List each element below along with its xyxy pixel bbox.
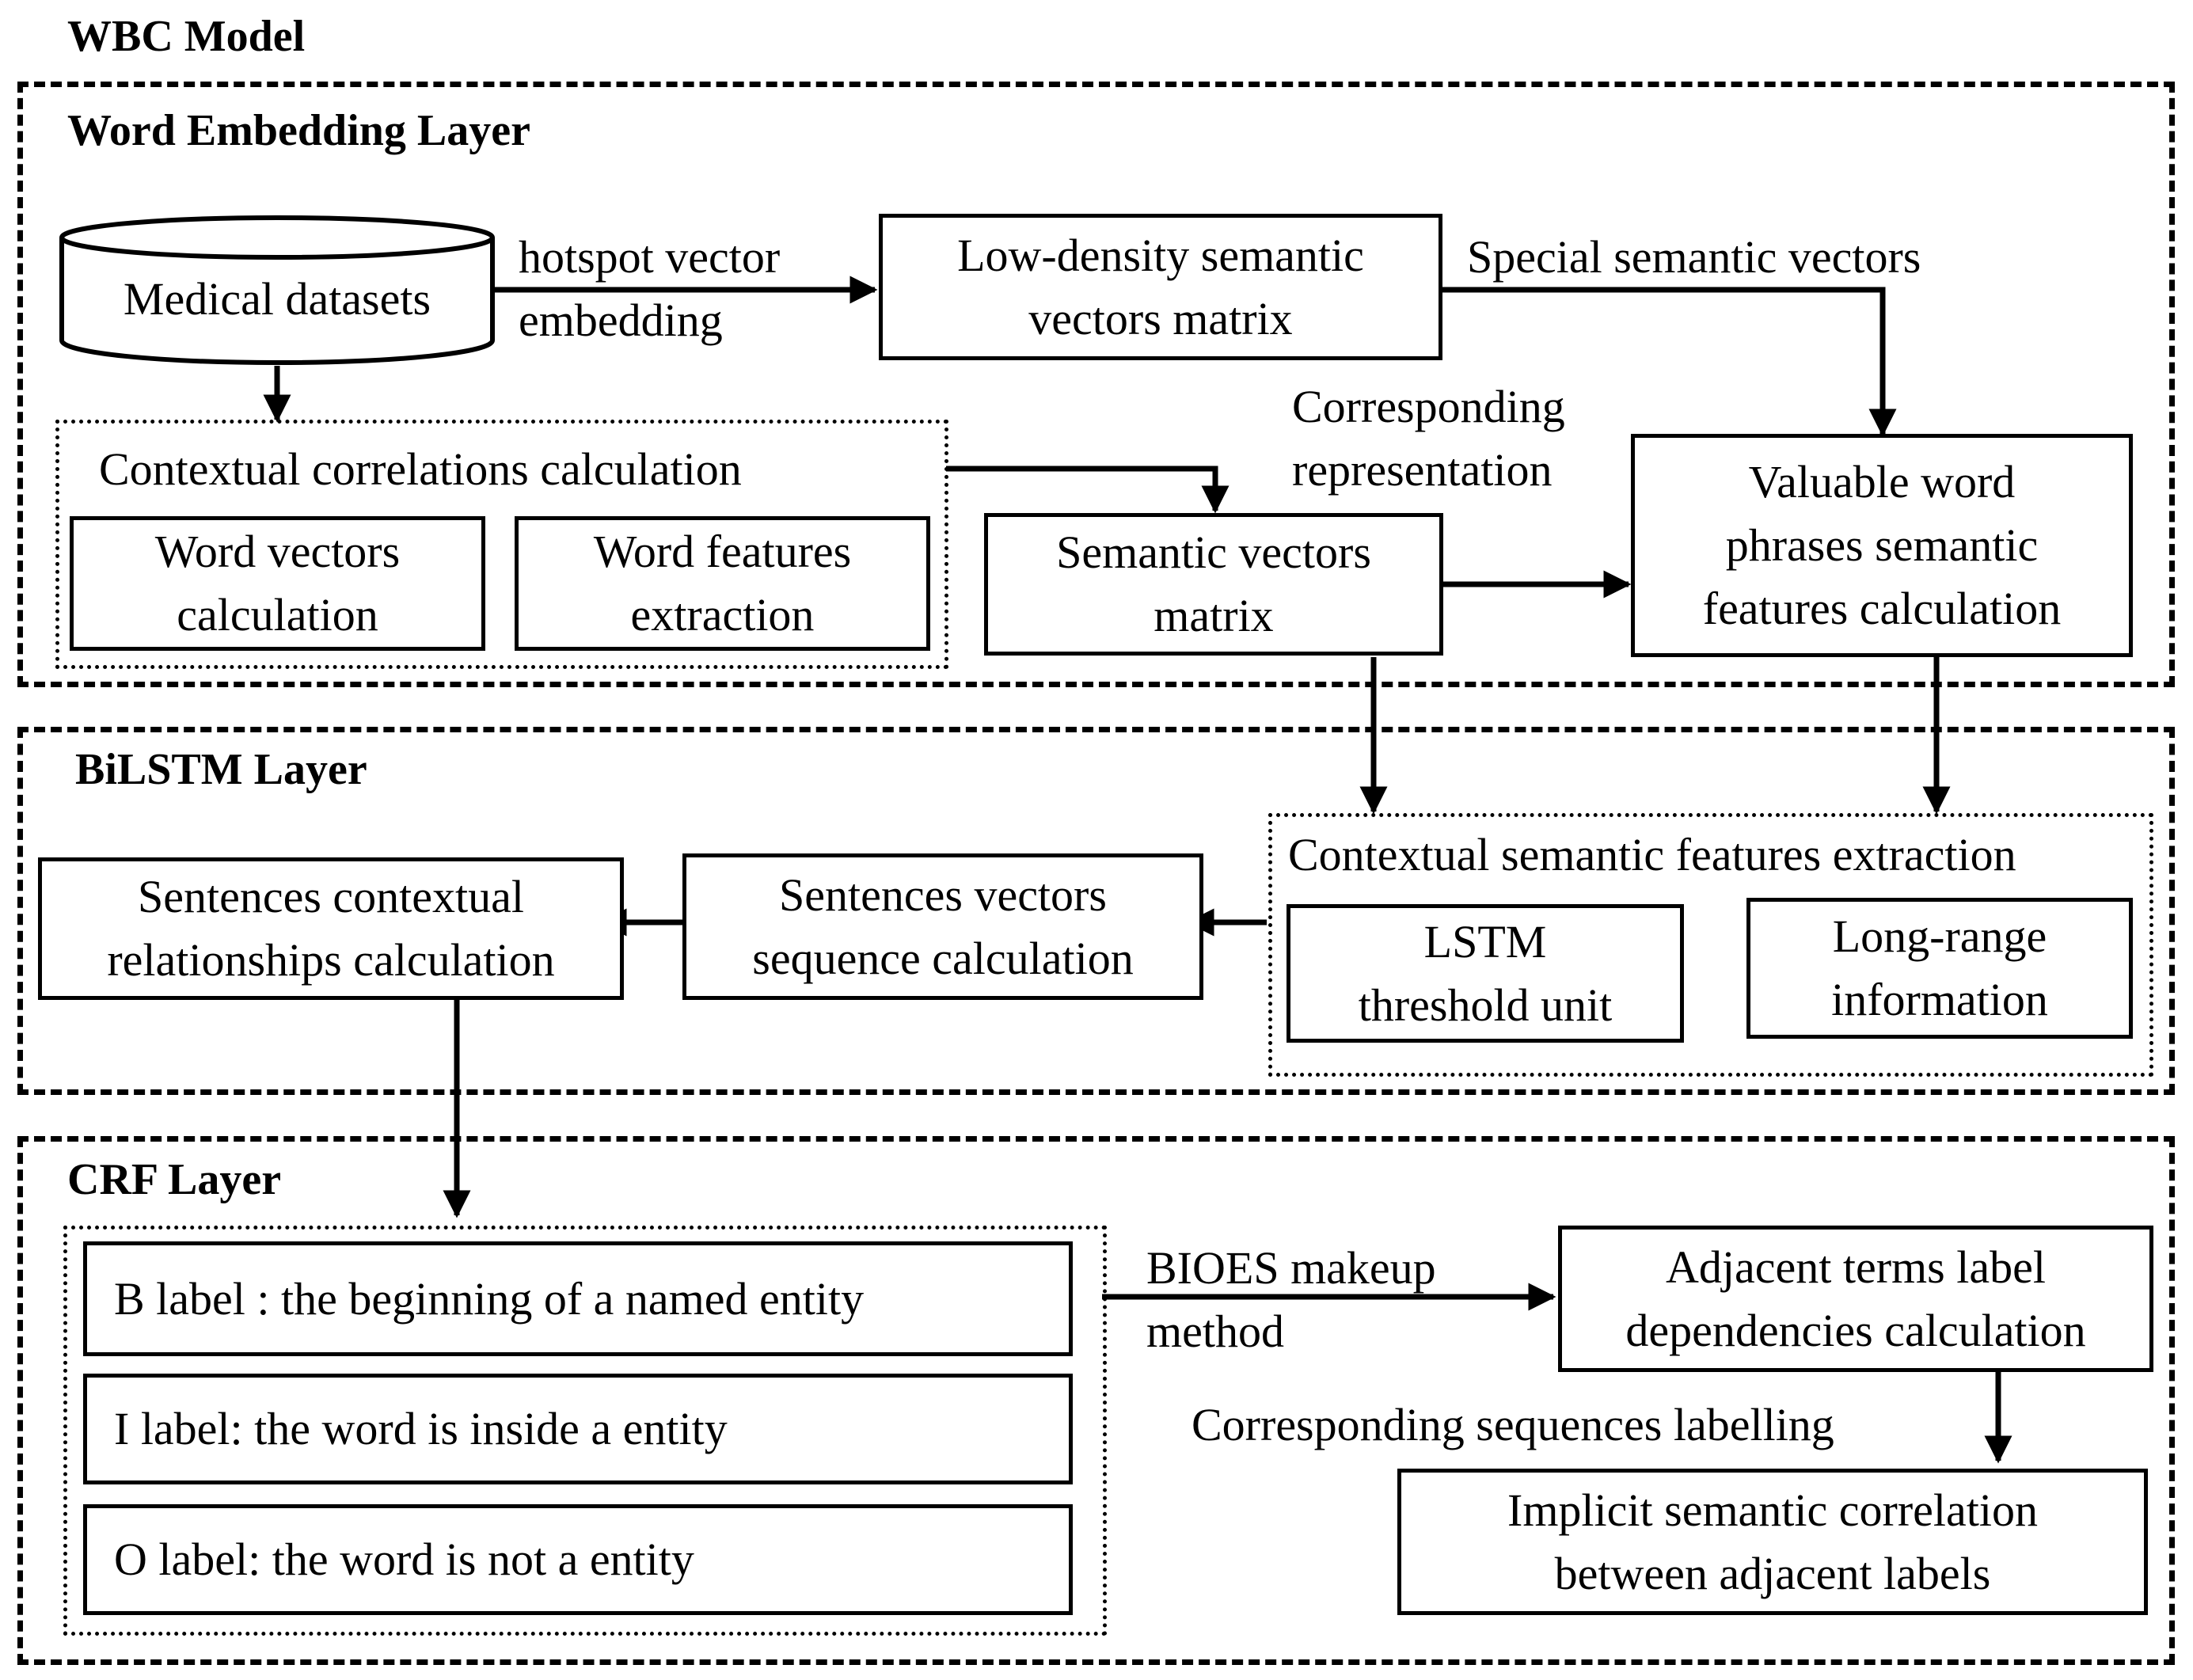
word-vectors-line1: Word vectors: [154, 526, 401, 577]
b-label-text: B label : the beginning of a named entit…: [114, 1272, 865, 1325]
sentences-contextual-line1: Sentences contextual: [138, 871, 524, 922]
contextual-semantic-group: [1268, 813, 2153, 1077]
bilstm-layer-title: BiLSTM Layer: [75, 745, 367, 794]
valuable-line3: features calculation: [1702, 583, 2062, 634]
word-embedding-layer-title: Word Embedding Layer: [67, 106, 530, 155]
o-label-text: O label: the word is not a entity: [114, 1534, 694, 1585]
word-features-box: Word features extraction: [515, 516, 930, 651]
special-edge-label: Special semantic vectors: [1467, 231, 1921, 283]
semantic-matrix-line1: Semantic vectors: [1056, 526, 1371, 578]
lstm-line2: threshold unit: [1358, 979, 1613, 1031]
hotspot-edge-line1: hotspot vector: [519, 231, 781, 283]
valuable-line2: phrases semantic: [1725, 519, 2039, 571]
model-title: WBC Model: [67, 12, 306, 61]
word-vectors-box: Word vectors calculation: [70, 516, 485, 651]
semantic-matrix-line2: matrix: [1154, 590, 1274, 641]
medical-datasets-cylinder: Medical datasets: [59, 215, 496, 366]
bioes-labels-group: [63, 1226, 1107, 1636]
sentences-vectors-box: Sentences vectors sequence calculation: [682, 853, 1203, 1000]
word-features-line1: Word features: [593, 526, 852, 577]
implicit-line1: Implicit semantic correlation: [1507, 1484, 2038, 1536]
contextual-semantic-label: Contextual semantic features extraction: [1288, 829, 2016, 880]
b-label-box: B label : the beginning of a named entit…: [83, 1241, 1073, 1356]
long-range-line1: Long-range: [1832, 910, 2047, 962]
adjacent-line1: Adjacent terms label: [1666, 1241, 2046, 1293]
valuable-word-phrases-box: Valuable word phrases semantic features ca…: [1631, 434, 2133, 657]
sequences-edge-label: Corresponding sequences labelling: [1192, 1399, 1834, 1450]
sentences-contextual-line2: relationships calculation: [107, 934, 555, 986]
lstm-line1: LSTM: [1423, 915, 1547, 967]
long-range-box: Long-range information: [1746, 898, 2133, 1039]
word-features-line2: extraction: [630, 589, 815, 640]
arrow-contextual-to-semantic: [946, 466, 1230, 514]
bioes-edge-line1: BIOES makeup: [1146, 1242, 1436, 1294]
long-range-line2: information: [1831, 974, 2048, 1025]
contextual-correlations-group: [55, 420, 948, 669]
low-density-line1: Low-density semantic: [957, 229, 1364, 281]
valuable-line1: Valuable word: [1748, 456, 2016, 507]
arrow-lowdensity-to-valuable: [1439, 287, 1897, 437]
low-density-line2: vectors matrix: [1028, 292, 1293, 344]
bilstm-layer: [17, 727, 2175, 1095]
o-label-box: O label: the word is not a entity: [83, 1504, 1073, 1615]
adjacent-terms-box: Adjacent terms label dependencies calcula…: [1558, 1226, 2153, 1372]
crf-layer: [17, 1136, 2175, 1665]
bioes-edge-line2: method: [1146, 1306, 1284, 1357]
implicit-line2: between adjacent labels: [1554, 1547, 1991, 1599]
implicit-correlation-box: Implicit semantic correlation between adj…: [1397, 1469, 2148, 1615]
hotspot-edge-line2: embedding: [519, 295, 723, 346]
corresponding-edge-line1: Corresponding: [1292, 381, 1565, 432]
sentences-contextual-box: Sentences contextual relationships calcul…: [38, 857, 624, 1000]
corresponding-edge-line2: representation: [1292, 444, 1553, 496]
low-density-matrix-box: Low-density semantic vectors matrix: [879, 214, 1442, 360]
sentences-vectors-line1: Sentences vectors: [779, 869, 1107, 921]
contextual-correlations-label: Contextual correlations calculation: [99, 443, 742, 495]
adjacent-line2: dependencies calculation: [1625, 1304, 2086, 1356]
sentences-vectors-line2: sequence calculation: [752, 932, 1134, 984]
crf-layer-title: CRF Layer: [67, 1155, 282, 1204]
database-icon: [59, 215, 495, 365]
lstm-threshold-box: LSTM threshold unit: [1287, 904, 1684, 1043]
i-label-text: I label: the word is inside a entity: [114, 1403, 728, 1454]
semantic-vectors-matrix-box: Semantic vectors matrix: [984, 513, 1443, 656]
word-vectors-line2: calculation: [177, 589, 378, 640]
medical-datasets-label: Medical datasets: [123, 273, 431, 325]
word-embedding-layer: [17, 82, 2175, 687]
i-label-box: I label: the word is inside a entity: [83, 1374, 1073, 1484]
